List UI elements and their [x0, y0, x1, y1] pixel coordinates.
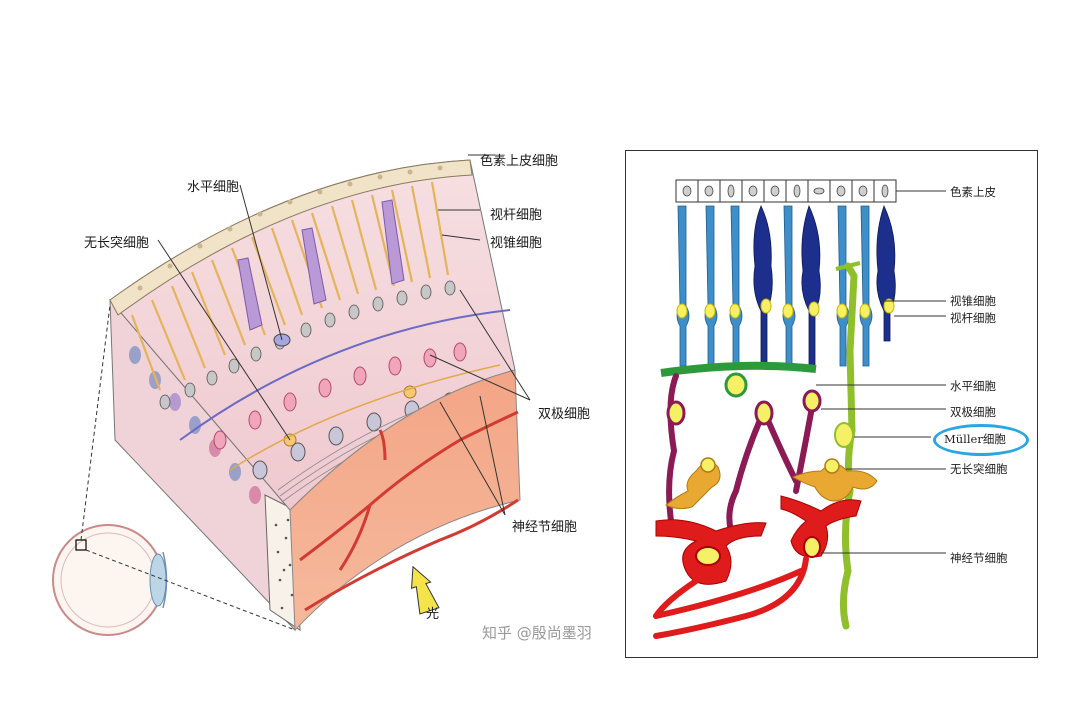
- label-light: 光: [426, 607, 440, 622]
- cone-cells: [237, 199, 405, 331]
- outer-plexiform-line: [179, 309, 511, 441]
- photoreceptor-nuclei: [676, 298, 895, 319]
- light-arrow: [411, 565, 440, 615]
- retina-schematic: [653, 179, 946, 639]
- cone-cells: [753, 204, 896, 367]
- watermark: 知乎 @殷尚墨羽: [482, 624, 592, 642]
- ganglion-axons: [653, 556, 809, 639]
- pigment-cell-nuclei: [137, 165, 443, 291]
- inner-limiting-block: [289, 369, 521, 632]
- label-amacrine-cell-right: 无长突细胞: [950, 462, 1008, 476]
- label-bipolar-cell-right: 双极细胞: [950, 405, 996, 419]
- projection-lines: [80, 304, 296, 631]
- eyeball-inset: [52, 524, 168, 636]
- muller-highlight-ring: [933, 424, 1029, 456]
- label-rod-cell: 视杆细胞: [490, 208, 543, 223]
- label-ganglion-cell-right: 神经节细胞: [950, 551, 1008, 565]
- label-cone-cell: 视锥细胞: [490, 236, 543, 251]
- label-ganglion-cell: 神经节细胞: [512, 520, 578, 535]
- label-horizontal-cell-right: 水平细胞: [950, 379, 996, 393]
- label-cone-cell-right: 视锥细胞: [950, 294, 996, 308]
- retina-section-illustration: [52, 154, 531, 636]
- label-bipolar-cell: 双极细胞: [538, 407, 591, 422]
- label-horizontal-cell: 水平细胞: [187, 180, 240, 195]
- rod-cells: [676, 205, 873, 367]
- ganglion-cells: [655, 495, 862, 585]
- label-rod-cell-right: 视杆细胞: [950, 311, 996, 325]
- retina-schematic-panel: [625, 150, 1038, 658]
- label-amacrine-cell: 无长突细胞: [84, 236, 150, 251]
- amacrine-cells: [665, 461, 878, 510]
- label-pigment-epithelium-cell: 色素上皮细胞: [480, 154, 559, 169]
- label-pigment-epithelium: 色素上皮: [950, 185, 996, 199]
- bipolar-cells: [213, 342, 467, 450]
- horizontal-cell: [660, 361, 817, 377]
